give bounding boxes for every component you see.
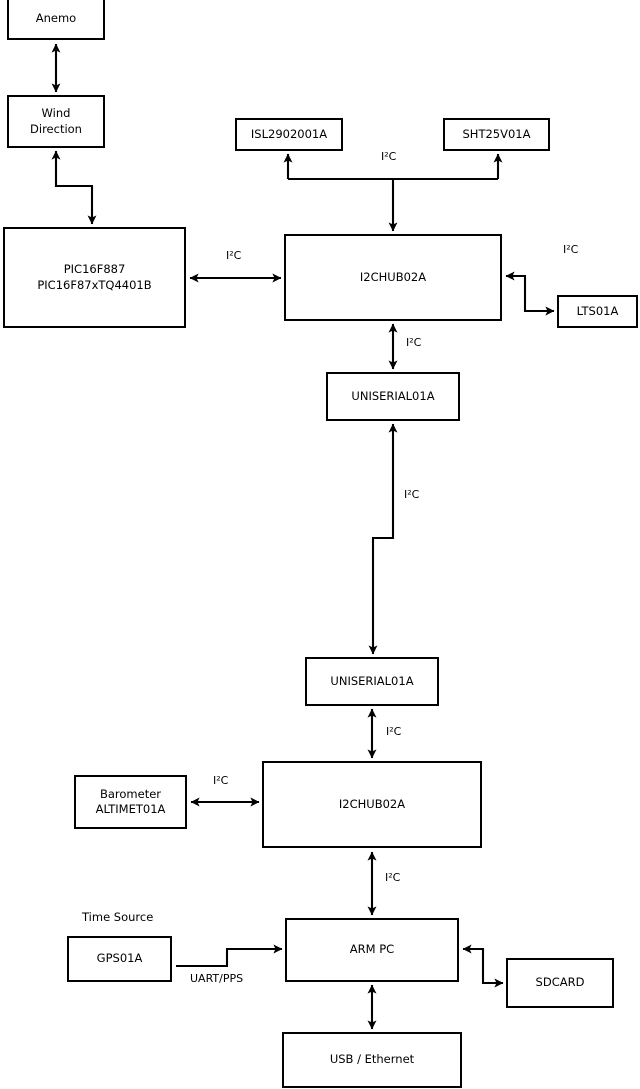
node-i2chub02a-bottom[interactable]: I2CHUB02A (262, 761, 482, 848)
edge-unitop-unibot (368, 423, 398, 655)
edge-label-i2c-lts: I²C (563, 243, 579, 256)
label-time-source: Time Source (82, 910, 154, 924)
node-i2chub02a-top-label: I2CHUB02A (359, 269, 427, 284)
edge-label-i2c-hub-uniserial: I²C (406, 336, 422, 349)
node-arm-pc[interactable]: ARM PC (285, 918, 459, 982)
node-lts01a[interactable]: LTS01A (557, 295, 638, 328)
node-i2chub02a-bottom-label: I2CHUB02A (338, 796, 406, 811)
edge-hubtop-lts (505, 271, 555, 316)
node-arm-pc-label: ARM PC (349, 942, 395, 957)
node-usb-ethernet[interactable]: USB / Ethernet (282, 1032, 462, 1088)
node-uniserial01a-top-label: UNISERIAL01A (351, 388, 435, 403)
node-wind-direction[interactable]: Wind Direction (7, 95, 105, 148)
edge-label-i2c-sensor-bus: I²C (381, 150, 397, 163)
node-wind-direction-label: Wind Direction (30, 106, 82, 136)
edge-label-i2c-uniserial-hub: I²C (386, 725, 402, 738)
edge-label-i2c-uniserial-uniserial: I²C (404, 488, 420, 501)
node-i2chub02a-top[interactable]: I2CHUB02A (284, 234, 502, 321)
node-usb-ethernet-label: USB / Ethernet (329, 1052, 415, 1067)
node-pic-microcontroller-label: PIC16F887 PIC16F87xTQ4401B (37, 262, 152, 292)
node-anemo-label: Anemo (35, 10, 77, 25)
node-pic-microcontroller[interactable]: PIC16F887 PIC16F87xTQ4401B (3, 227, 186, 328)
node-sht25v01a[interactable]: SHT25V01A (443, 118, 550, 151)
edge-label-i2c-pic-hub: I²C (226, 249, 242, 262)
node-sdcard[interactable]: SDCARD (506, 958, 614, 1008)
node-isl2902001a-label: ISL2902001A (250, 126, 328, 141)
node-lts01a-label: LTS01A (576, 303, 619, 318)
node-uniserial01a-bottom[interactable]: UNISERIAL01A (305, 657, 439, 706)
node-gps01a[interactable]: GPS01A (67, 936, 172, 982)
node-uniserial01a-bottom-label: UNISERIAL01A (330, 673, 414, 688)
edge-label-i2c-hub-armpc: I²C (385, 871, 401, 884)
edge-wind-pic (51, 150, 97, 225)
node-anemo[interactable]: Anemo (7, 0, 105, 40)
node-barometer-altimet01a-label: Barometer ALTIMET01A (95, 786, 166, 816)
edge-armpc-sdcard (462, 944, 504, 988)
node-sdcard-label: SDCARD (535, 975, 585, 990)
node-gps01a-label: GPS01A (96, 951, 143, 966)
node-sht25v01a-label: SHT25V01A (462, 126, 531, 141)
node-barometer-altimet01a[interactable]: Barometer ALTIMET01A (74, 775, 187, 829)
node-isl2902001a[interactable]: ISL2902001A (235, 118, 343, 151)
node-uniserial01a-top[interactable]: UNISERIAL01A (326, 372, 460, 421)
edge-gps-armpc (176, 944, 283, 968)
edge-label-i2c-barometer: I²C (213, 774, 229, 787)
edge-label-uart-pps: UART/PPS (190, 972, 244, 985)
